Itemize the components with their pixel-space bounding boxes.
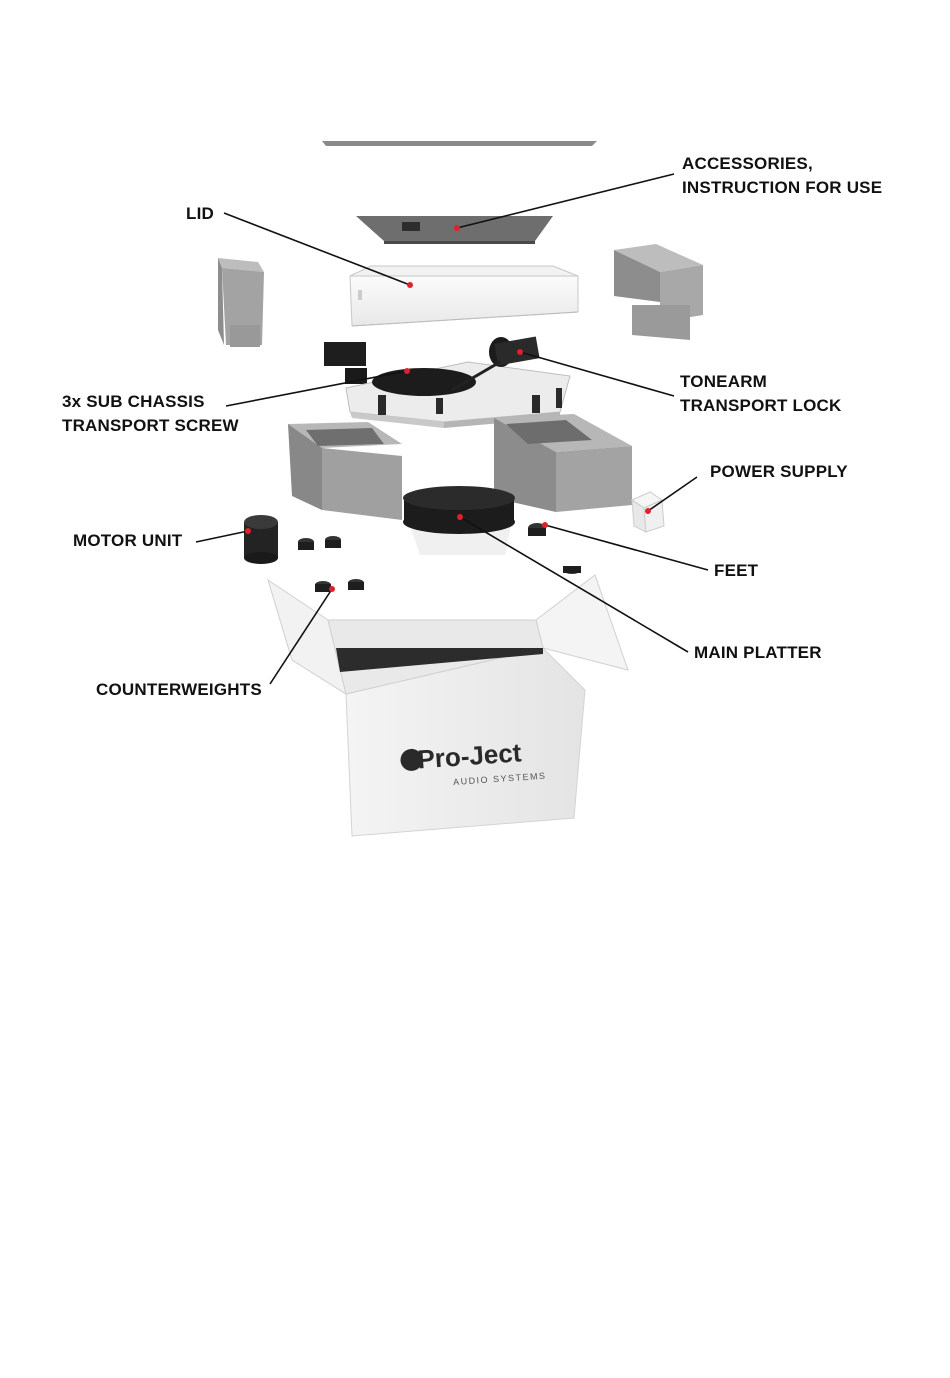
marker-tonearm [517, 349, 523, 355]
main-platter [403, 486, 515, 555]
label-tonearm-line-2: TRANSPORT LOCK [680, 394, 841, 418]
label-lid: LID [186, 202, 214, 226]
leader-motor-unit [196, 531, 248, 542]
label-sub-chassis: 3x SUB CHASSIS TRANSPORT SCREW [62, 390, 239, 438]
leader-power-supply [648, 477, 697, 511]
counterweights-parts [315, 579, 364, 592]
label-accessories-line-2: INSTRUCTION FOR USE [682, 176, 882, 200]
label-tonearm: TONEARM TRANSPORT LOCK [680, 370, 841, 418]
motor-unit-part [244, 515, 278, 564]
label-main-platter-text: MAIN PLATTER [694, 641, 822, 665]
label-counterweights-text: COUNTERWEIGHTS [96, 678, 262, 702]
label-sub-chassis-line-1: 3x SUB CHASSIS [62, 390, 239, 414]
accessories-tray [356, 216, 553, 244]
marker-feet [542, 522, 548, 528]
label-power-supply: POWER SUPPLY [710, 460, 848, 484]
label-sub-chassis-line-2: TRANSPORT SCREW [62, 414, 239, 438]
label-feet-text: FEET [714, 559, 758, 583]
marker-counterweights [329, 586, 335, 592]
label-accessories-line-1: ACCESSORIES, [682, 152, 882, 176]
label-tonearm-line-1: TONEARM [680, 370, 841, 394]
marker-motor-unit [245, 528, 251, 534]
marker-main-platter [457, 514, 463, 520]
marker-accessories [454, 225, 460, 231]
label-accessories: ACCESSORIES, INSTRUCTION FOR USE [682, 152, 882, 200]
marker-sub-chassis [404, 368, 410, 374]
small-parts-box [324, 342, 367, 384]
leader-feet [545, 525, 708, 570]
label-lid-text: LID [186, 202, 214, 226]
label-motor-unit-text: MOTOR UNIT [73, 529, 182, 553]
label-main-platter: MAIN PLATTER [694, 641, 822, 665]
label-feet: FEET [714, 559, 758, 583]
marker-power-supply [645, 508, 651, 514]
top-card [322, 141, 597, 146]
label-counterweights: COUNTERWEIGHTS [96, 678, 262, 702]
leader-accessories [457, 174, 674, 228]
marker-lid [407, 282, 413, 288]
foam-corner-left [218, 258, 264, 347]
foam-tray-left [288, 422, 402, 520]
label-power-supply-text: POWER SUPPLY [710, 460, 848, 484]
label-motor-unit: MOTOR UNIT [73, 529, 182, 553]
turntable-chassis [346, 337, 570, 428]
cardboard-box [268, 575, 628, 836]
foam-corner-right [614, 244, 703, 340]
